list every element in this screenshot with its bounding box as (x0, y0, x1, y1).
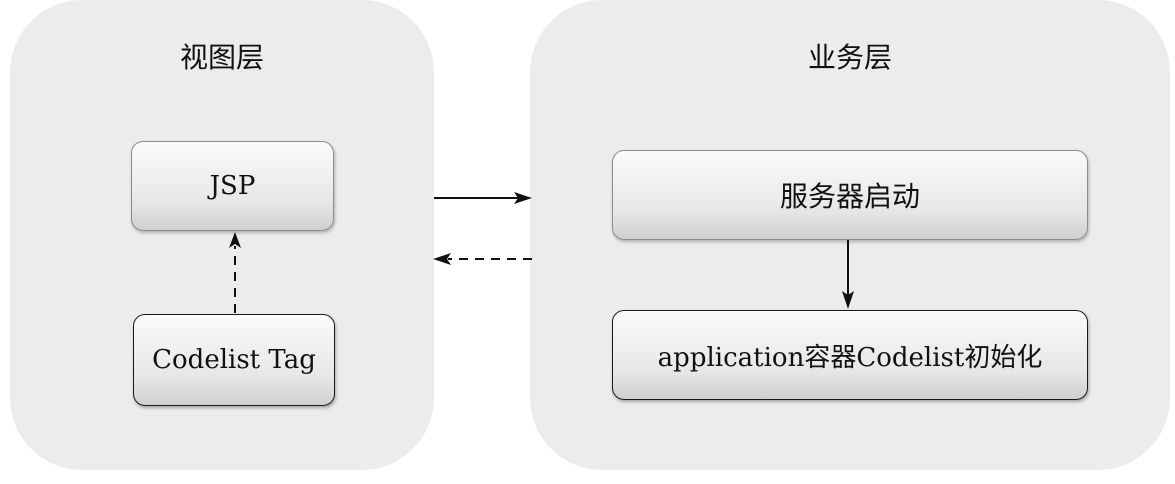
business-to-view-dashed-arrow (433, 253, 532, 265)
codelist-tag-box: Codelist Tag (133, 314, 335, 406)
jsp-box: JSP (131, 141, 334, 231)
codelist-init-box: application容器Codelist初始化 (612, 310, 1088, 400)
server-start-label: 服务器启动 (779, 180, 920, 213)
jsp-label: JSP (209, 171, 256, 201)
server-to-init-arrow (842, 240, 854, 309)
tag-to-jsp-dashed-arrow (229, 232, 241, 313)
codelist-tag-label: Codelist Tag (152, 345, 316, 375)
codelist-init-label: application容器Codelist初始化 (657, 342, 1043, 373)
view-to-business-solid-arrow (434, 192, 532, 204)
business-layer-title: 业务层 (807, 41, 892, 74)
view-layer-title: 视图层 (179, 41, 264, 74)
server-start-box: 服务器启动 (612, 150, 1088, 240)
